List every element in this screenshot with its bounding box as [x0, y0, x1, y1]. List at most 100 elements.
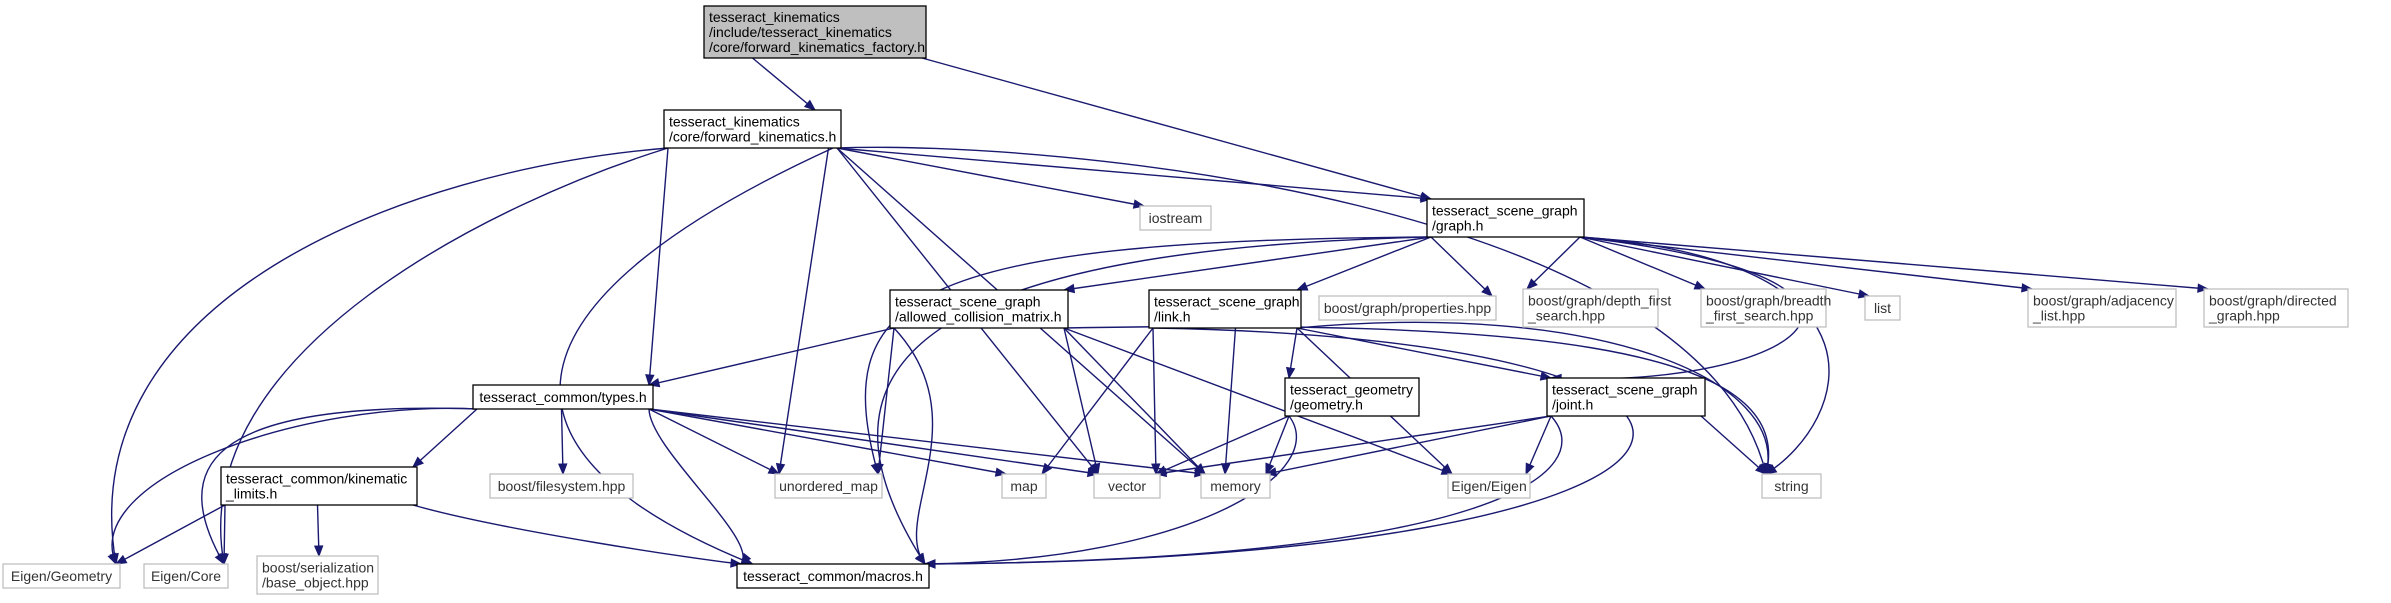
edge-joint-to-vector	[1155, 415, 1552, 475]
edge-fk-to-types	[648, 147, 669, 386]
node-box	[1284, 377, 1420, 417]
node-box	[1864, 295, 1901, 321]
edge-kinlim-to-macros	[412, 504, 742, 565]
arrowhead	[1265, 462, 1275, 476]
node-label: /link.h	[1154, 309, 1191, 325]
node-geometry[interactable]: tesseract_geometry/geometry.h	[1284, 377, 1420, 417]
edge-types-to-umap	[648, 408, 780, 475]
node-label: tesseract_scene_graph	[1154, 294, 1300, 310]
node-label: Eigen/Geometry	[11, 568, 112, 584]
edge-types-to-ecore	[201, 407, 478, 565]
node-label: boost/graph/properties.hpp	[1324, 300, 1492, 316]
node-kinlim[interactable]: tesseract_common/kinematic_limits.h	[220, 466, 418, 506]
node-label: _search.hpp	[1527, 308, 1605, 324]
arrowhead	[874, 463, 884, 476]
arrowhead	[1041, 462, 1053, 476]
node-label: boost/graph/adjacency	[2033, 293, 2174, 309]
node-label: iostream	[1149, 210, 1203, 226]
edge-link-to-memory	[1224, 327, 1237, 475]
node-macros[interactable]: tesseract_common/macros.h	[736, 563, 930, 589]
arrowhead	[558, 463, 568, 476]
edge-fk-to-umap	[778, 147, 830, 475]
node-map: map	[1001, 473, 1047, 499]
node-eigen: Eigen/Eigen	[1447, 473, 1531, 499]
arrowhead	[1481, 285, 1493, 297]
arrowhead	[1764, 462, 1774, 476]
edge-types-to-bfs	[560, 408, 564, 475]
node-string: string	[1761, 473, 1822, 499]
nodes-layer: tesseract_kinematics/include/tesseract_k…	[2, 5, 2349, 595]
node-label: boost/graph/directed	[2209, 293, 2337, 309]
node-bser: boost/serialization/base_object.hpp	[256, 555, 379, 595]
node-bfs: boost/filesystem.hpp	[489, 473, 634, 499]
node-label: tesseract_scene_graph	[1432, 203, 1578, 219]
edge-graph-to-bgprop	[1430, 236, 1493, 297]
edge-joint-to-macros	[924, 415, 1563, 565]
edge-graph-to-bgdir	[1579, 236, 2209, 290]
edge-geometry-to-macros	[924, 415, 1298, 565]
arrowhead	[645, 374, 655, 387]
edge-link-to-map	[1041, 327, 1154, 475]
edge-link-to-string	[1296, 321, 1769, 475]
edge-types-to-vector	[648, 408, 1099, 475]
node-label: boost/graph/depth_first	[1528, 293, 1671, 309]
arrowhead	[775, 462, 786, 476]
node-link[interactable]: tesseract_scene_graph/link.h	[1148, 289, 1302, 329]
edge-link-to-vector	[1152, 327, 1157, 475]
arrowhead	[1194, 468, 1207, 478]
edge-acm-to-memory	[1063, 327, 1206, 475]
arrowhead	[1420, 193, 1433, 203]
node-box	[1761, 473, 1822, 499]
node-box	[1447, 473, 1531, 499]
node-label: /joint.h	[1552, 397, 1593, 413]
node-list: list	[1864, 295, 1901, 321]
node-joint[interactable]: tesseract_scene_graph/joint.h	[1546, 377, 1706, 417]
edge-graph-to-macros	[877, 236, 1432, 565]
node-box	[1139, 205, 1212, 231]
node-label: /geometry.h	[1290, 397, 1363, 413]
node-box	[472, 384, 654, 410]
node-acm[interactable]: tesseract_scene_graph/allowed_collision_…	[889, 289, 1069, 329]
node-label: tesseract_scene_graph	[1552, 382, 1698, 398]
edge-fk-to-macros	[559, 147, 834, 565]
edges-layer	[107, 57, 2210, 569]
edge-acm-to-vector	[1063, 327, 1099, 475]
arrowhead	[1755, 463, 1768, 475]
node-box	[1700, 288, 1827, 328]
edge-link-to-macros	[924, 327, 1634, 565]
edge-fk-to-graph	[836, 147, 1432, 200]
arrowhead	[114, 554, 128, 565]
node-label: Eigen/Eigen	[1451, 478, 1527, 494]
node-label: _limits.h	[225, 486, 277, 502]
edge-graph-to-umap	[864, 236, 1432, 475]
node-box	[1546, 377, 1706, 417]
node-fk[interactable]: tesseract_kinematics/core/forward_kinema…	[663, 109, 842, 149]
node-label: tesseract_kinematics	[669, 114, 800, 130]
edge-graph-to-acm	[1063, 236, 1432, 291]
arrowhead	[1693, 280, 1707, 290]
node-iostream: iostream	[1139, 205, 1212, 231]
edge-graph-to-list	[1579, 236, 1870, 297]
node-types[interactable]: tesseract_common/types.h	[472, 384, 654, 410]
arrowhead	[1221, 463, 1231, 476]
edge-types-to-egeom	[111, 407, 478, 565]
node-box	[663, 109, 842, 149]
arrowhead	[1295, 281, 1309, 291]
edge-graph-to-string	[1579, 236, 1830, 475]
node-box	[1200, 473, 1271, 499]
node-box	[774, 473, 883, 499]
edge-graph-to-joint	[1550, 236, 1803, 380]
node-graph[interactable]: tesseract_scene_graph/graph.h	[1426, 198, 1585, 238]
edge-joint-to-string	[1700, 415, 1767, 475]
edge-types-to-macros	[648, 408, 744, 565]
node-box	[2027, 288, 2177, 328]
node-box	[1001, 473, 1047, 499]
edge-fk-to-string	[836, 146, 1767, 475]
node-label: /include/tesseract_kinematics	[709, 24, 892, 40]
node-vector: vector	[1093, 473, 1161, 499]
node-label: _graph.hpp	[2208, 308, 2280, 324]
arrowhead	[767, 465, 781, 475]
node-box	[1318, 295, 1497, 321]
node-root[interactable]: tesseract_kinematics/include/tesseract_k…	[703, 5, 927, 59]
